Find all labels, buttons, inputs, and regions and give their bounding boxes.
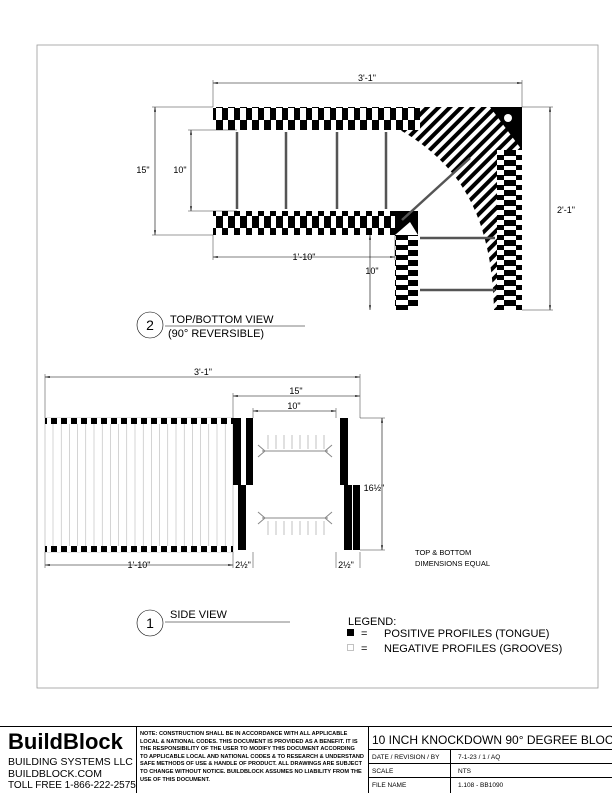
- top-view-number: 2: [146, 317, 154, 333]
- top-view: 3'-1" 15" 10" 1'-10" 10" 2'-1" 2 TOP/BOT…: [136, 73, 575, 340]
- drawing-title: 10 INCH KNOCKDOWN 90° DEGREE BLOCK: [372, 733, 612, 747]
- scale-value: NTS: [458, 768, 471, 775]
- dim-top-inner-gap: 10": [173, 165, 186, 175]
- side-view: 3'-1" 15" 10" 1'-10" 2½" 2½" 16½" TOP & …: [44, 367, 490, 637]
- side-note-line2: DIMENSIONS EQUAL: [415, 559, 490, 568]
- dim-top-leg-length: 1'-10": [293, 252, 316, 262]
- file-name-value: 1.108 - BB1090: [458, 782, 504, 789]
- top-view-title: TOP/BOTTOM VIEW: [170, 314, 274, 326]
- date-revision-value: 7-1-23 / 1 / AQ: [458, 754, 501, 761]
- dim-side-right-thickness: 2½": [338, 560, 354, 570]
- legend-negative-label: NEGATIVE PROFILES (GROOVES): [384, 643, 562, 655]
- phone: TOLL FREE 1-866-222-2575: [8, 780, 136, 791]
- disclaimer-notes: NOTE: CONSTRUCTION SHALL BE IN ACCORDANC…: [140, 731, 364, 783]
- dim-side-overall-width: 3'-1": [194, 367, 212, 377]
- legend-eq: =: [361, 643, 367, 655]
- negative-profile-swatch: [347, 644, 354, 651]
- side-view-title: SIDE VIEW: [170, 609, 227, 621]
- drawing-border: [36, 44, 599, 689]
- dim-side-left-thickness: 2½": [235, 560, 251, 570]
- dim-top-height: 15": [136, 165, 149, 175]
- side-note-line1: TOP & BOTTOM: [415, 548, 471, 557]
- top-view-subtitle: (90° REVERSIBLE): [168, 328, 264, 340]
- dim-side-height: 16½": [364, 483, 385, 493]
- positive-profile-swatch: [347, 629, 354, 636]
- drawing-sheet: 3'-1" 15" 10" 1'-10" 10" 2'-1" 2 TOP/BOT…: [36, 44, 599, 689]
- title-block: BuildBlock BUILDING SYSTEMS LLC BUILDBLO…: [0, 726, 612, 793]
- side-view-number: 1: [146, 615, 154, 631]
- legend: LEGEND: = POSITIVE PROFILES (TONGUE) = N…: [347, 616, 562, 655]
- legend-title: LEGEND:: [348, 616, 396, 628]
- company-name: BUILDING SYSTEMS LLC: [8, 756, 133, 768]
- website: BUILDBLOCK.COM: [8, 768, 102, 780]
- dim-top-overall-width: 3'-1": [358, 73, 376, 83]
- file-name-label: FILE NAME: [372, 782, 407, 789]
- dim-side-inner-gap: 10": [287, 401, 300, 411]
- buildblock-logo: BuildBlock: [8, 729, 123, 754]
- legend-positive-label: POSITIVE PROFILES (TONGUE): [384, 628, 549, 640]
- scale-label: SCALE: [372, 768, 394, 775]
- dim-top-leg-gap: 10": [365, 266, 378, 276]
- date-revision-label: DATE / REVISION / BY: [372, 754, 440, 761]
- dim-side-end-width: 15": [289, 386, 302, 396]
- dim-top-overall-depth: 2'-1": [557, 205, 575, 215]
- dim-side-length: 1'-10": [128, 560, 151, 570]
- legend-eq: =: [361, 628, 367, 640]
